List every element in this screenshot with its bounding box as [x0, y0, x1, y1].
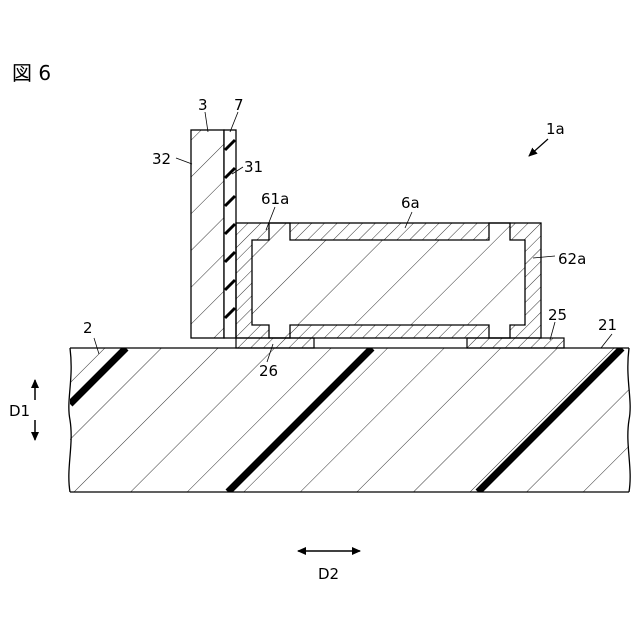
label-electrode-right: 62a: [558, 250, 586, 268]
component: [236, 223, 541, 338]
pad-left: [236, 338, 314, 348]
label-electrode-left: 61a: [261, 190, 289, 208]
label-dir-horizontal: D2: [318, 565, 339, 583]
label-substrate-surface: 21: [598, 316, 617, 334]
wall: [191, 130, 224, 338]
figure-title: 図 6: [12, 61, 51, 85]
label-pad-right: 25: [548, 306, 567, 324]
label-dir-vertical: D1: [9, 402, 30, 420]
label-component: 6a: [401, 194, 420, 212]
label-insulator: 7: [234, 96, 244, 114]
pad-right: [467, 338, 564, 348]
label-wall: 3: [198, 96, 208, 114]
label-pad-left: 26: [259, 362, 278, 380]
substrate: [69, 348, 630, 492]
assembly-arrow: [529, 139, 548, 156]
label-wall-outer: 32: [152, 150, 171, 168]
label-assembly: 1a: [546, 120, 565, 138]
label-wall-inner: 31: [244, 158, 263, 176]
insulator: [224, 130, 236, 338]
label-substrate: 2: [83, 319, 93, 337]
